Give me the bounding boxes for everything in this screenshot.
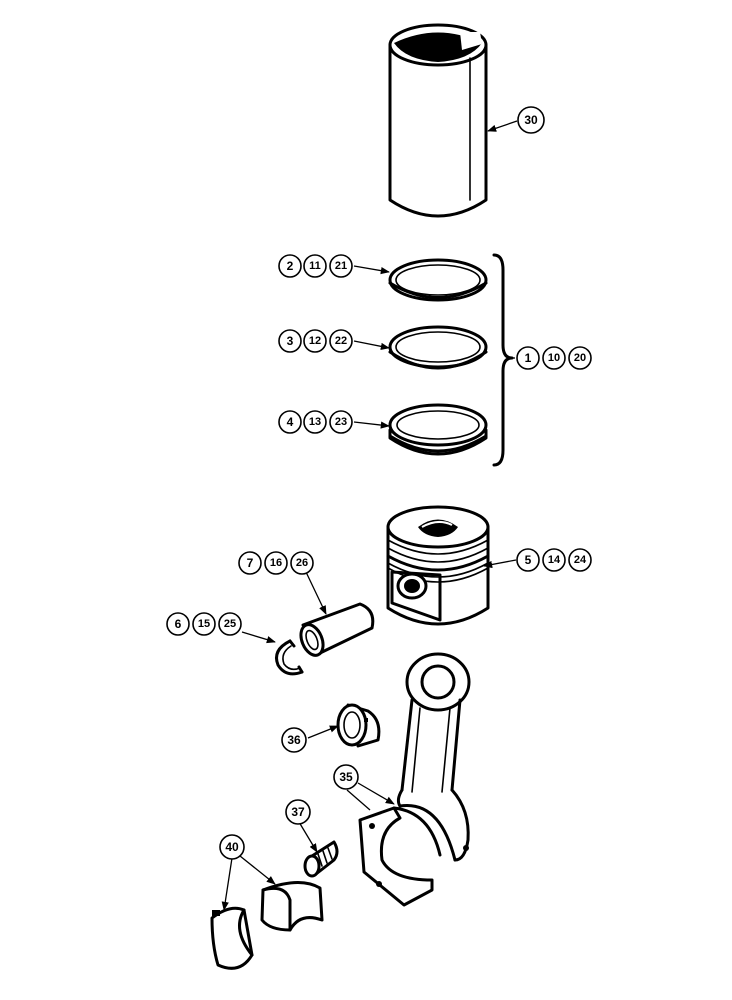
svg-text:14: 14 — [548, 554, 561, 566]
callout-bubble-piston-2: 14 — [542, 548, 566, 572]
callout-bubble-37: 37 — [285, 799, 311, 825]
piston-pin-part — [299, 602, 375, 657]
svg-text:6: 6 — [175, 617, 182, 631]
callout-bubble-second-ring-1: 3 — [278, 329, 302, 353]
callout-bubble-30: 30 — [517, 106, 545, 134]
callout-bubble-piston-3: 24 — [568, 548, 592, 572]
callout-bubble-ring-set-3: 20 — [568, 346, 592, 370]
svg-text:5: 5 — [525, 553, 532, 567]
svg-text:15: 15 — [198, 618, 210, 630]
callout-bubble-top-ring-3: 21 — [329, 254, 353, 278]
svg-text:12: 12 — [309, 335, 321, 347]
svg-text:3: 3 — [287, 334, 294, 348]
piston-part — [386, 505, 490, 626]
callout-bubble-pin-2: 16 — [264, 551, 288, 575]
svg-text:20: 20 — [574, 352, 586, 364]
svg-text:25: 25 — [224, 618, 236, 630]
oil-control-ring-part — [388, 403, 488, 456]
cylinder-liner-part — [388, 23, 488, 218]
svg-text:10: 10 — [548, 352, 560, 364]
callout-bubble-36: 36 — [281, 727, 307, 753]
callout-bubble-top-ring-1: 2 — [278, 254, 302, 278]
svg-text:37: 37 — [291, 805, 305, 819]
svg-text:30: 30 — [524, 113, 538, 127]
svg-text:40: 40 — [225, 840, 239, 854]
callout-bubble-oil-ring-3: 23 — [329, 410, 353, 434]
callout-bubble-40: 40 — [219, 834, 245, 860]
svg-text:24: 24 — [574, 554, 587, 566]
callout-bubble-top-ring-2: 11 — [303, 254, 327, 278]
second-compression-ring-part — [388, 325, 488, 370]
callout-bubble-piston-1: 5 — [516, 548, 540, 572]
small-end-bushing-part — [336, 703, 381, 748]
svg-text:35: 35 — [339, 770, 353, 784]
callout-bubble-35: 35 — [333, 764, 359, 790]
svg-text:1: 1 — [525, 351, 532, 365]
svg-text:16: 16 — [270, 557, 282, 569]
callout-bubble-snap-ring-3: 25 — [218, 612, 242, 636]
svg-text:22: 22 — [335, 335, 347, 347]
bearing-shell-upper-part — [260, 881, 324, 932]
bearing-shell-lower-part — [210, 906, 254, 970]
callout-bubble-pin-1: 7 — [238, 551, 262, 575]
svg-text:11: 11 — [309, 260, 321, 272]
callout-bubble-oil-ring-2: 13 — [303, 410, 327, 434]
connecting-rod-cap-part — [358, 806, 442, 907]
callout-bubble-second-ring-2: 12 — [303, 329, 327, 353]
svg-text:4: 4 — [287, 415, 294, 429]
svg-text:13: 13 — [309, 416, 321, 428]
callout-bubble-oil-ring-1: 4 — [278, 410, 302, 434]
svg-text:26: 26 — [296, 557, 308, 569]
callout-bubble-pin-3: 26 — [290, 551, 314, 575]
rod-bolt-part — [303, 840, 339, 878]
svg-text:2: 2 — [287, 259, 294, 273]
callout-bubble-snap-ring-2: 15 — [192, 612, 216, 636]
connecting-rod-part — [396, 652, 471, 862]
callout-bubble-ring-set-1: 1 — [516, 346, 540, 370]
svg-text:23: 23 — [335, 416, 347, 428]
snap-ring-part — [275, 639, 304, 676]
top-compression-ring-part — [388, 258, 488, 302]
svg-text:7: 7 — [247, 556, 254, 570]
callout-bubble-ring-set-2: 10 — [542, 346, 566, 370]
callout-bubble-snap-ring-1: 6 — [166, 612, 190, 636]
callout-bubble-second-ring-3: 22 — [329, 329, 353, 353]
ring-set-brace — [492, 253, 514, 467]
svg-text:21: 21 — [335, 260, 347, 272]
svg-text:36: 36 — [287, 733, 301, 747]
